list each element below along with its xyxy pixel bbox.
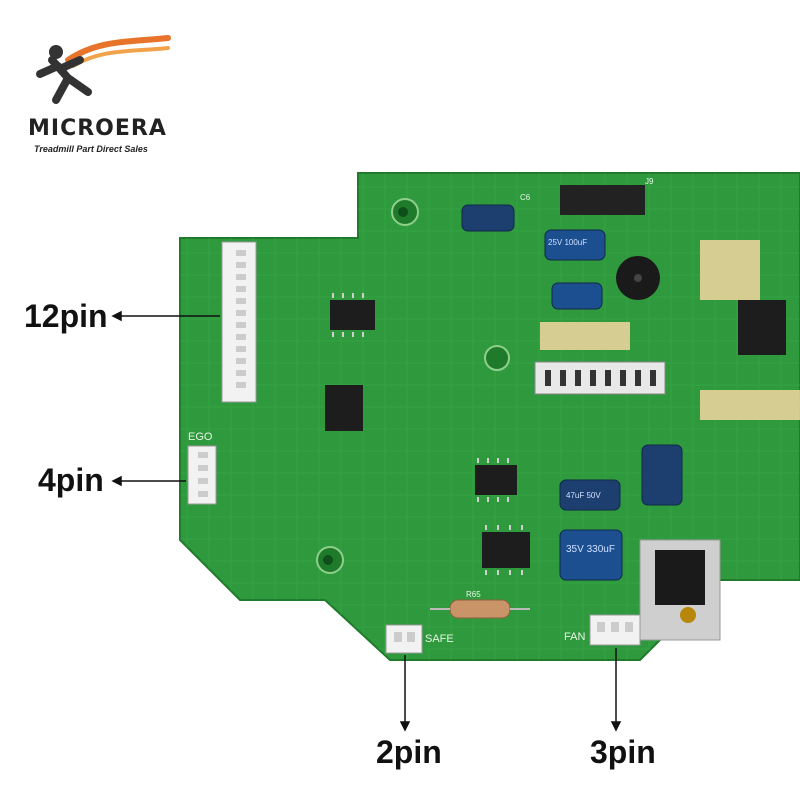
cap-mark-1: 25V 100uF xyxy=(548,238,587,247)
mount-hole xyxy=(484,345,510,371)
label-fan: FAN xyxy=(564,631,585,643)
callout-3pin: 3pin xyxy=(590,734,656,770)
ic-chips xyxy=(325,185,786,568)
label-ego: EGO xyxy=(188,431,213,443)
callout-arrows xyxy=(111,310,622,732)
label-c6: C6 xyxy=(520,193,531,202)
label-safe: SAFE xyxy=(425,633,454,645)
running-man-logo xyxy=(36,35,171,104)
resistor-r65 xyxy=(449,599,511,619)
callout-12pin: 12pin xyxy=(24,298,108,334)
cap-mark-3: 35V 330uF xyxy=(566,544,615,555)
label-j9: J9 xyxy=(645,177,654,186)
callout-2pin: 2pin xyxy=(376,734,442,770)
ribbon-connector xyxy=(534,361,666,395)
connector-2pin xyxy=(385,624,423,654)
capacitors xyxy=(461,204,683,581)
label-r65: R65 xyxy=(466,590,481,599)
brand-name: MICROERA xyxy=(28,116,167,141)
brand-logo: MICROERA Treadmill Part Direct Sales xyxy=(28,30,198,160)
brand-tagline: Treadmill Part Direct Sales xyxy=(34,144,148,154)
callout-4pin: 4pin xyxy=(38,462,104,498)
cap-mark-2: 47uF 50V xyxy=(566,491,601,500)
